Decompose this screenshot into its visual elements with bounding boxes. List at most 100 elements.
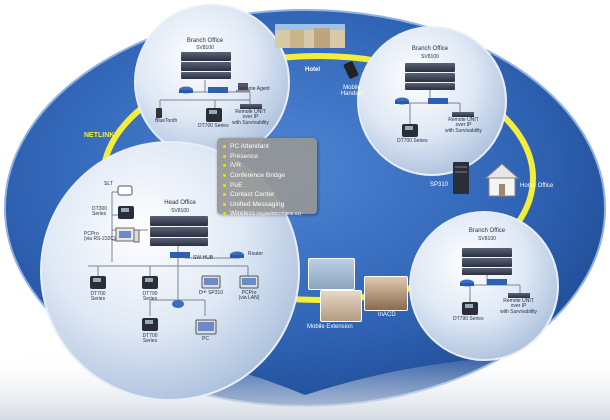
head-sp310-label: Dᴴᴱ SP310	[198, 290, 224, 296]
home-office-label: Home Office	[520, 183, 554, 189]
feature-label: Presence	[230, 152, 258, 160]
branch2-title: Branch Office	[411, 46, 449, 52]
inacd-photo	[364, 276, 408, 311]
head-pc-label: PC	[202, 336, 209, 342]
netlink-label: NETLINK	[84, 132, 115, 139]
bullet-icon	[223, 193, 226, 197]
branch1-phone: DT700 Series	[198, 123, 229, 129]
branch3-router-icon	[460, 279, 474, 287]
head-dt700-left-label: DT700 Series	[90, 291, 106, 303]
head-pc-icon	[195, 319, 217, 335]
branch3-model: SV8100	[478, 236, 496, 242]
feature-label: IVR	[230, 162, 241, 170]
branch-office-bubble-3	[409, 211, 559, 361]
branch2-switch-icon	[428, 98, 448, 104]
head-pcpro-rs-icon	[115, 227, 140, 243]
bullet-icon	[223, 202, 226, 206]
feature-label: Wireless	[230, 210, 256, 218]
feature-item: Wireless(Digital/DECT/802.11)	[223, 209, 317, 219]
branch1-remote-agent: Remote Agent	[238, 86, 270, 92]
branch2-model: SV8100	[421, 54, 439, 60]
bullet-icon	[223, 164, 226, 168]
bullet-icon	[223, 145, 226, 149]
feature-label: PC Attendant	[230, 143, 269, 151]
branch3-phone-icon	[462, 302, 478, 315]
bullet-icon	[223, 183, 226, 187]
feature-item: PC Attendant	[223, 142, 317, 152]
head-router-icon	[230, 251, 244, 259]
head-title: Head Office	[164, 200, 196, 206]
head-sw-hub-icon	[170, 252, 190, 258]
branch1-model: SV8100	[196, 45, 214, 51]
sp310-server-icon	[453, 162, 469, 194]
branch1-remote-unit: Remote UNIT over IP with Survivability	[232, 109, 269, 126]
feature-item: Contact Center	[223, 190, 317, 200]
feature-item: PoE	[223, 180, 317, 190]
head-slt-label: SLT	[104, 181, 113, 187]
feature-item: Presence	[223, 152, 317, 162]
head-sp310-icon	[201, 275, 221, 289]
head-access-point-icon	[172, 300, 184, 308]
branch1-router-icon	[179, 86, 193, 94]
branch3-phone: DT790 Series	[453, 316, 484, 322]
branch1-remote-agent-icon	[236, 83, 250, 92]
hotel-image	[275, 24, 345, 48]
head-dt700-bottom-label: DT700 Series	[142, 333, 158, 345]
head-model: SV8100	[171, 208, 189, 214]
sp310-label: SP310	[430, 182, 449, 188]
hotel-label: Hotel	[305, 67, 320, 73]
bullet-icon	[223, 154, 226, 158]
branch2-remote-unit-icon	[452, 112, 474, 117]
branch1-sv8100-box	[181, 52, 231, 79]
mobile-extension-photo-2	[320, 290, 362, 322]
feature-label: Unified Messaging	[230, 200, 285, 208]
head-dt300-label: DT300 Series	[92, 206, 108, 218]
branch1-phone-icon	[206, 108, 222, 122]
branch1-remote-unit-icon	[240, 104, 262, 109]
mobile-handset-icon	[343, 61, 359, 79]
head-dt300-icon	[118, 206, 134, 219]
head-pcpro-rs-label: PCPro (via RS-232C)	[84, 231, 116, 243]
branch1-title: Branch Office	[186, 38, 224, 44]
feature-sublabel: (Digital/DECT/802.11)	[256, 211, 301, 217]
branch2-remote-unit: Remote UNIT over IP with Survivability	[445, 117, 482, 134]
bullet-icon	[223, 212, 226, 216]
branch3-remote-unit: Remote UNIT over IP with Survivability	[500, 298, 537, 315]
head-dt700-left-icon	[90, 276, 106, 289]
branch1-bluetooth-icon	[156, 108, 162, 118]
head-dt790-icon	[142, 276, 158, 289]
bullet-icon	[223, 174, 226, 178]
branch2-phone: DT700 Series	[397, 138, 428, 144]
feature-label: Contact Center	[230, 191, 275, 199]
home-office-house-icon	[484, 163, 520, 197]
branch3-sv8100-box	[462, 248, 512, 275]
head-sv8100-box	[150, 216, 208, 246]
branch3-remote-unit-icon	[508, 293, 530, 298]
head-sw-hub-label: SW-HUB	[193, 255, 214, 261]
head-router-label: Router	[248, 251, 264, 257]
feature-item: IVR	[223, 161, 317, 171]
branch3-title: Branch Office	[468, 228, 506, 234]
mobile-extension-label: Mobile Extension	[307, 324, 353, 330]
branch2-phone-icon	[402, 124, 418, 137]
feature-label: Conference Bridge	[230, 172, 285, 180]
mobile-extension-photo-1	[308, 258, 355, 290]
feature-item: Conference Bridge	[223, 171, 317, 181]
head-dt700-bottom-icon	[142, 318, 158, 331]
inacd-label: InACD	[378, 312, 396, 318]
head-slt-icon	[117, 185, 133, 196]
mobile-handset-label: Mobile Handset	[340, 85, 364, 98]
branch-office-bubble-1	[134, 4, 290, 160]
branch3-switch-icon	[487, 279, 507, 285]
head-pcpro-lan-label: PCPro (via LAN)	[238, 290, 260, 302]
head-pcpro-lan-icon	[239, 275, 259, 289]
head-dt790-label: DT790 Series	[142, 291, 158, 303]
branch1-switch-icon	[208, 87, 228, 93]
branch2-sv8100-box	[405, 63, 455, 90]
feature-label: PoE	[230, 181, 243, 189]
branch2-router-icon	[395, 97, 409, 105]
feature-item: Unified Messaging	[223, 200, 317, 210]
branch1-bluetooth: BlueTooth	[155, 118, 178, 124]
